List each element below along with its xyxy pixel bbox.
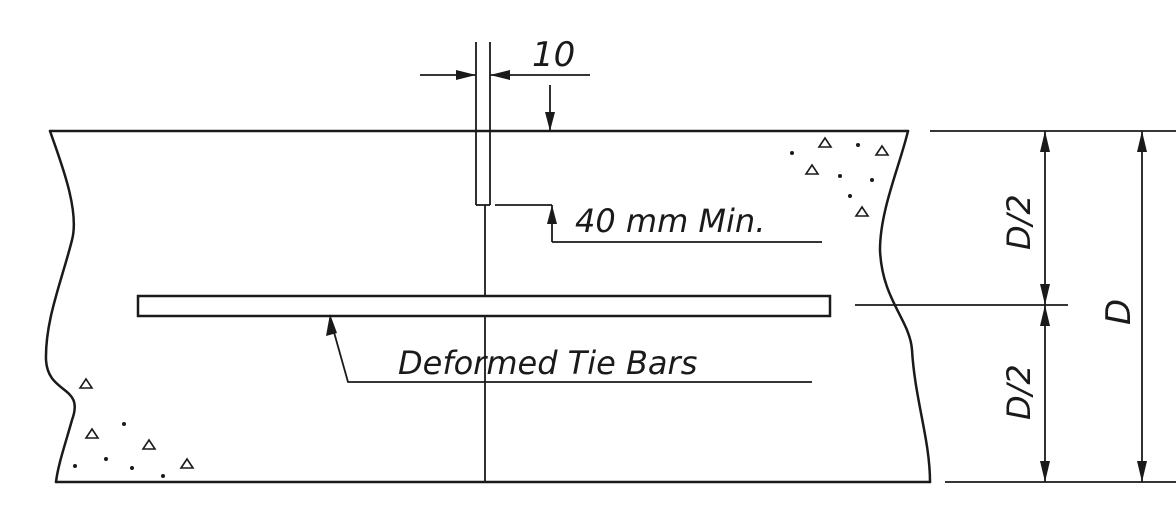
half-top-arrow-down bbox=[1040, 284, 1050, 305]
aggregate-triangle bbox=[874, 144, 890, 156]
aggregate-triangle bbox=[78, 377, 94, 389]
tie-bar-leader bbox=[329, 317, 812, 383]
aggregate-triangle bbox=[141, 438, 157, 450]
depth-min-label: 40 mm Min. bbox=[575, 202, 765, 240]
aggregate-dot bbox=[870, 178, 874, 182]
slab-left-break-line bbox=[44, 129, 76, 484]
aggregate-dot bbox=[848, 194, 852, 198]
sawn-groove bbox=[475, 42, 491, 206]
width-arrow-left bbox=[456, 70, 476, 80]
concrete-slab bbox=[44, 129, 932, 484]
half-top-arrow-up bbox=[1040, 131, 1050, 152]
half-depth-top-label: D/2 bbox=[1000, 194, 1038, 250]
depth-arrow bbox=[547, 205, 557, 224]
aggregate-dot bbox=[856, 143, 860, 147]
half-bottom-arrow-down bbox=[1040, 461, 1050, 482]
slab-right-break-line bbox=[878, 129, 932, 484]
total-arrow-up bbox=[1137, 131, 1147, 152]
half-depth-dimension: D/2 D/2 bbox=[1000, 131, 1050, 482]
aggregate-triangle bbox=[817, 136, 833, 148]
half-depth-bottom-label: D/2 bbox=[1000, 364, 1038, 420]
total-arrow-down bbox=[1137, 461, 1147, 482]
surface-marker bbox=[545, 85, 555, 131]
tie-bar-callout: Deformed Tie Bars bbox=[326, 314, 812, 383]
total-depth-label: D bbox=[1099, 299, 1139, 325]
width-arrow-right bbox=[490, 70, 510, 80]
groove-width-dimension: 10 bbox=[420, 35, 590, 80]
aggregate-dot bbox=[130, 466, 134, 470]
total-depth-dimension: D bbox=[1099, 131, 1147, 482]
surface-marker-arrow bbox=[545, 112, 555, 131]
aggregate-hatch-bottom-left bbox=[73, 377, 195, 478]
aggregate-dot bbox=[161, 474, 165, 478]
aggregate-triangle bbox=[804, 163, 820, 175]
aggregate-hatch-top-right bbox=[790, 136, 890, 217]
joint-width-label: 10 bbox=[532, 35, 575, 75]
tie-bar-arrow bbox=[326, 314, 337, 336]
aggregate-triangle bbox=[854, 205, 870, 217]
aggregate-dot bbox=[838, 174, 842, 178]
aggregate-dot bbox=[73, 464, 77, 468]
tie-bar bbox=[136, 294, 832, 318]
half-bottom-arrow-up bbox=[1040, 305, 1050, 326]
aggregate-triangle bbox=[179, 457, 195, 469]
aggregate-dot bbox=[790, 151, 794, 155]
aggregate-dot bbox=[104, 457, 108, 461]
aggregate-triangle bbox=[84, 427, 100, 439]
aggregate-dot bbox=[122, 422, 126, 426]
groove-depth-callout: 40 mm Min. bbox=[495, 202, 822, 243]
tie-bars-label: Deformed Tie Bars bbox=[398, 344, 697, 382]
